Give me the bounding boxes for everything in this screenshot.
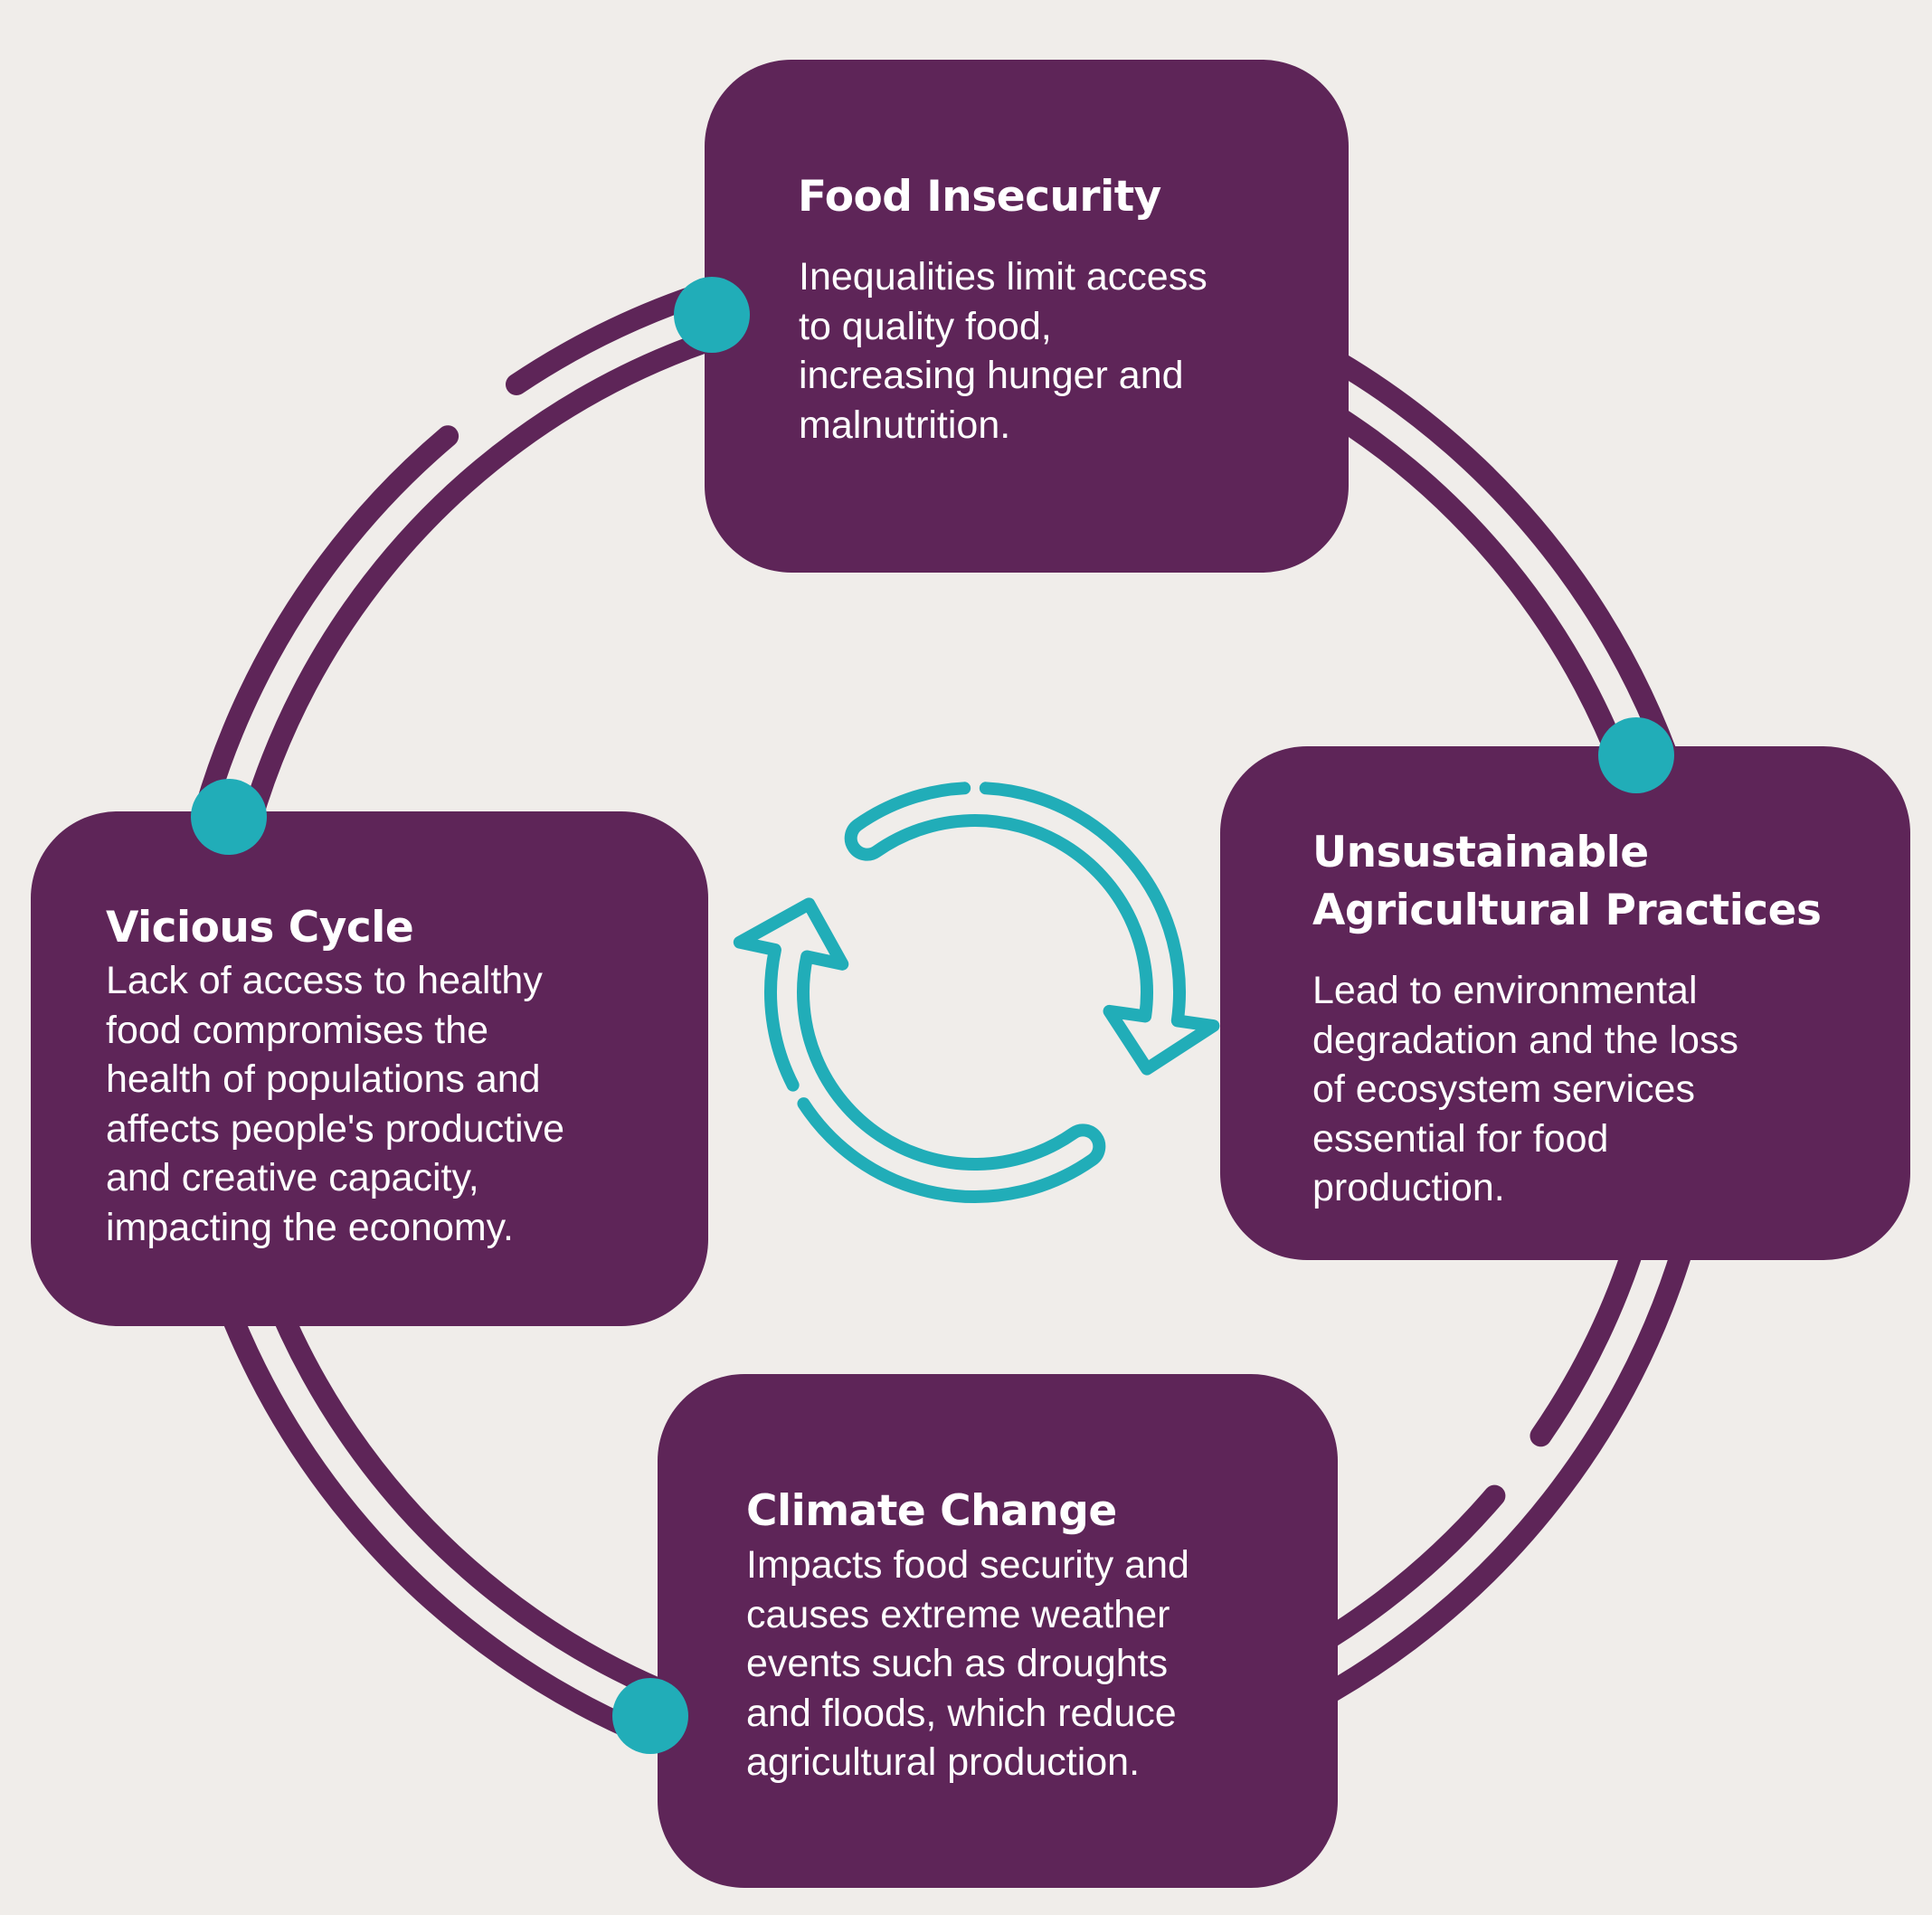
description-line: Inequalities limit access — [799, 255, 1208, 299]
node-description: Impacts food security and causes extreme… — [746, 1541, 1189, 1787]
description-line: essential for food — [1312, 1116, 1609, 1161]
title-line: Vicious Cycle — [106, 903, 414, 953]
connector-dot-food-insecurity — [674, 277, 750, 353]
connector-dot-unsustainable-agricultural-practices — [1598, 717, 1674, 793]
title-line: Climate Change — [746, 1486, 1117, 1536]
node-title: Climate Change — [746, 1483, 1117, 1541]
title-line: Food Insecurity — [798, 172, 1161, 222]
description-line: food compromises the — [106, 1008, 489, 1052]
title-line: Unsustainable — [1312, 828, 1649, 877]
connector-dot-climate-change — [612, 1678, 688, 1754]
node-food-insecurity: Food Insecurity Inequalities limit acces… — [705, 60, 1349, 573]
description-line: and floods, which reduce — [746, 1691, 1177, 1735]
description-line: production. — [1312, 1166, 1505, 1209]
description-line: impacting the economy. — [106, 1205, 514, 1249]
description-line: increasing hunger and — [799, 354, 1184, 397]
node-title: Unsustainable Agricultural Practices — [1312, 824, 1822, 940]
title-line: Agricultural Practices — [1312, 886, 1822, 935]
description-line: health of populations and — [106, 1057, 541, 1101]
description-line: Impacts food security and — [746, 1543, 1189, 1587]
node-description: Inequalities limit access to quality foo… — [799, 252, 1208, 450]
connector-dot-vicious-cycle — [191, 779, 267, 855]
node-climate-change: Climate Change Impacts food security and… — [658, 1374, 1338, 1888]
description-line: causes extreme weather — [746, 1592, 1170, 1636]
description-line: agricultural production. — [746, 1740, 1141, 1784]
description-line: degradation and the loss — [1312, 1018, 1738, 1062]
description-line: events such as droughts — [746, 1642, 1169, 1685]
description-line: to quality food, — [799, 304, 1052, 348]
description-line: of ecosystem services — [1312, 1067, 1695, 1111]
node-description: Lead to environmental degradation and th… — [1312, 966, 1738, 1213]
clockwise-arrow-left-icon — [733, 897, 1106, 1203]
node-unsustainable-agricultural-practices: Unsustainable Agricultural Practices Lea… — [1220, 746, 1910, 1260]
description-line: affects people's productive — [106, 1106, 565, 1151]
description-line: and creative capacity, — [106, 1156, 479, 1199]
clockwise-arrow-right-icon — [844, 782, 1220, 1076]
description-line: Lack of access to healthy — [106, 959, 543, 1002]
node-title: Food Insecurity — [798, 168, 1161, 226]
description-line: Lead to environmental — [1312, 969, 1698, 1012]
node-title: Vicious Cycle — [106, 899, 414, 957]
node-vicious-cycle: Vicious Cycle Lack of access to healthy … — [31, 811, 708, 1326]
description-line: malnutrition. — [799, 403, 1011, 447]
node-description: Lack of access to healthy food compromis… — [106, 956, 564, 1252]
